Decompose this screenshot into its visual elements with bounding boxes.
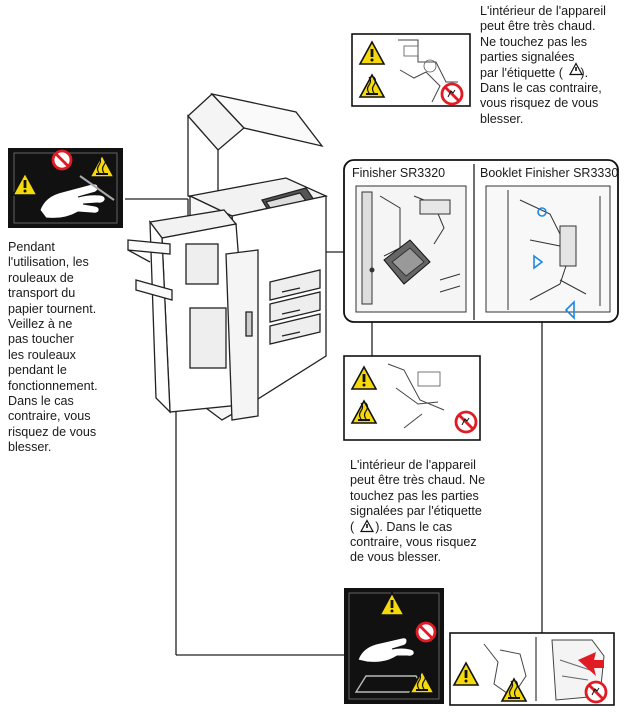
text-line: pas toucher [8, 332, 74, 347]
text-line: les rouleaux [8, 347, 76, 362]
text-line: l'utilisation, les [8, 255, 89, 270]
text-line: Dans le cas contraire, [480, 81, 602, 96]
booklet-finisher-sr3330-label: Booklet Finisher SR3330 [480, 166, 619, 180]
text-line: fonctionnement. [8, 378, 98, 393]
text-line: rouleaux de [8, 270, 74, 285]
text-line: contraire, vous [8, 409, 91, 424]
middle-warning-text: L'intérieur de l'appareil peut être très… [350, 458, 485, 566]
finisher-sr3320-label: Finisher SR3320 [352, 166, 446, 180]
middle-label-panel [343, 355, 481, 441]
text-line: Ne touchez pas les [480, 34, 588, 49]
top-right-warning-text: L'intérieur de l'appareil peut être très… [480, 4, 606, 127]
text-line: contraire, vous risquez [350, 535, 477, 550]
text-line: L'intérieur de l'appareil [480, 4, 606, 18]
text-line: peut être très chaud. Ne [350, 473, 486, 488]
text-line: L'intérieur de l'appareil [350, 458, 476, 472]
text-line: parties signalées [480, 50, 575, 65]
text-line: ( ). Dans le cas [350, 519, 453, 534]
text-line: de vous blesser. [350, 550, 442, 565]
text-line: transport du [8, 286, 76, 301]
text-line: blesser. [480, 111, 524, 126]
text-line: Dans le cas [8, 394, 74, 409]
bottom-hand-panel [344, 588, 444, 704]
text-line: risquez de vous [8, 424, 97, 439]
text-line: touchez pas les parties [350, 488, 479, 503]
text-line: vous risquez de vous [480, 96, 599, 111]
text-line: blesser. [8, 440, 52, 455]
text-line: peut être très chaud. [480, 19, 596, 34]
text-line: pendant le [8, 363, 67, 378]
left-warning-text: Pendant l'utilisation, les rouleaux de t… [8, 240, 98, 456]
bottom-right-label-panel [449, 632, 615, 706]
finisher-detail-box [343, 159, 619, 323]
text-line: signalées par l'étiquette [350, 504, 482, 519]
top-label-panel [351, 33, 471, 107]
text-line: papier tournent. [8, 301, 97, 316]
text-line: par l'étiquette ( ). [480, 65, 589, 80]
left-hand-panel [8, 148, 123, 228]
printer-illustration [127, 92, 329, 421]
text-line: Pendant [8, 240, 55, 254]
text-line: Veillez à ne [8, 317, 73, 332]
